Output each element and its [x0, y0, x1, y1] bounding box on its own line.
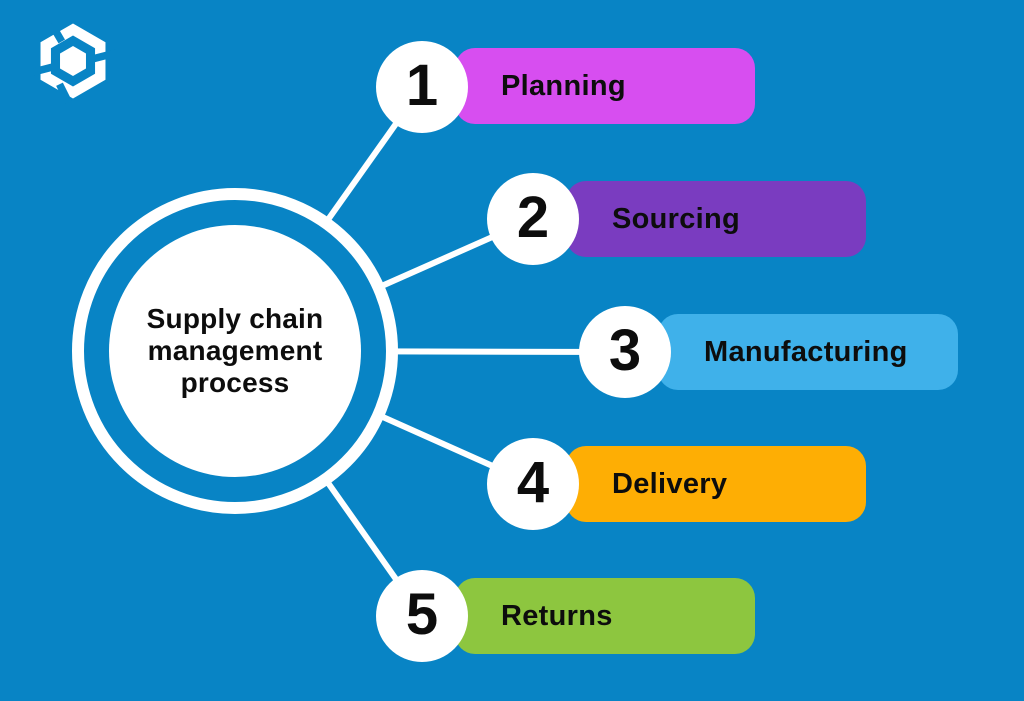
step-circle-3: 3 [579, 306, 671, 398]
step-number-3: 3 [608, 317, 642, 383]
logo-center-hexagon [60, 46, 86, 76]
step-number-5: 5 [405, 581, 439, 647]
hexagon-logo-icon [28, 21, 118, 104]
step-label-delivery: Delivery [612, 467, 728, 500]
step-bar-returns: Returns [455, 578, 755, 654]
step-circle-2: 2 [487, 173, 579, 265]
step-bar-sourcing: Sourcing [566, 181, 866, 257]
step-bar-manufacturing: Manufacturing [658, 314, 958, 390]
step-label-manufacturing: Manufacturing [704, 335, 908, 368]
step-label-returns: Returns [501, 599, 613, 632]
step-label-sourcing: Sourcing [612, 202, 741, 235]
step-number-1: 1 [405, 52, 439, 118]
step-number-2: 2 [516, 184, 550, 250]
step-circle-1: 1 [376, 41, 468, 133]
step-label-planning: Planning [501, 69, 626, 102]
hub-title-line-2: management [147, 335, 323, 367]
logo-ring-gaps [28, 21, 118, 104]
hub-inner-circle [109, 225, 361, 477]
step-circle-5: 5 [376, 570, 468, 662]
logo-ring [40, 23, 106, 99]
hub-title-line-1: Supply chain [146, 303, 324, 335]
hub-title-line-3: process [180, 366, 290, 398]
step-circle-4: 4 [487, 438, 579, 530]
step-bar-planning: Planning [455, 48, 755, 124]
hub-title: Supply chain management process [109, 225, 361, 477]
step-number-4: 4 [516, 449, 550, 515]
step-bar-delivery: Delivery [566, 446, 866, 522]
